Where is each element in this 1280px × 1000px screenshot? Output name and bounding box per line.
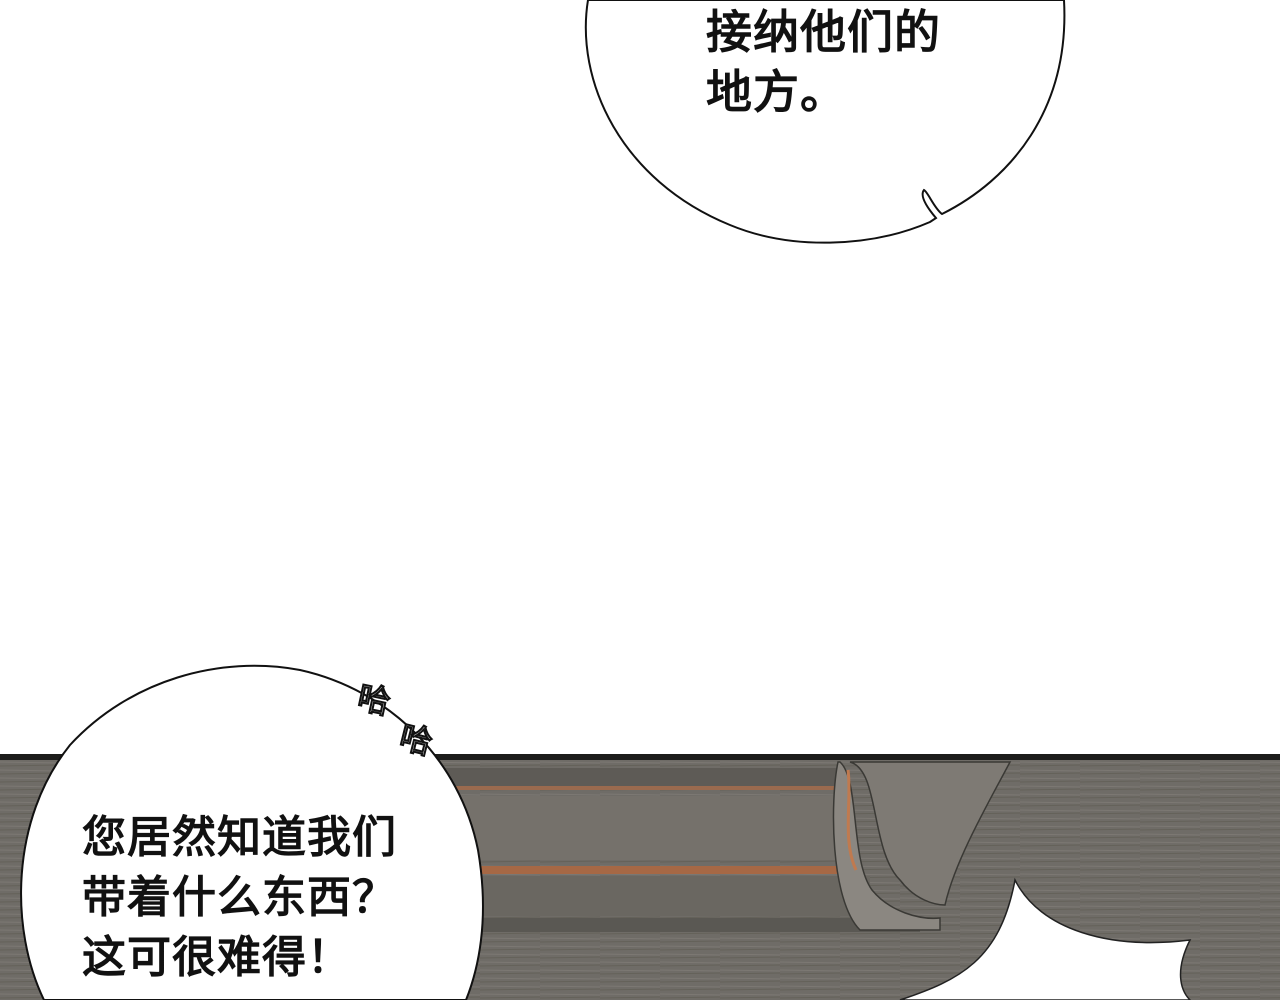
wooden-shelf: [440, 761, 1012, 932]
speech-bubble-bottom: [20, 664, 484, 1000]
laugh-sound-effect-1: 哈: [354, 678, 394, 723]
speech-bubble-top-text: 接纳他们的 地方。: [706, 5, 941, 119]
speech-bubble-bottom-text: 您居然知道我们 带着什么东西？ 这可很难得！: [82, 812, 397, 983]
white-burst-shape: [899, 877, 1192, 1000]
speech-bubble-top: [584, 0, 1066, 244]
